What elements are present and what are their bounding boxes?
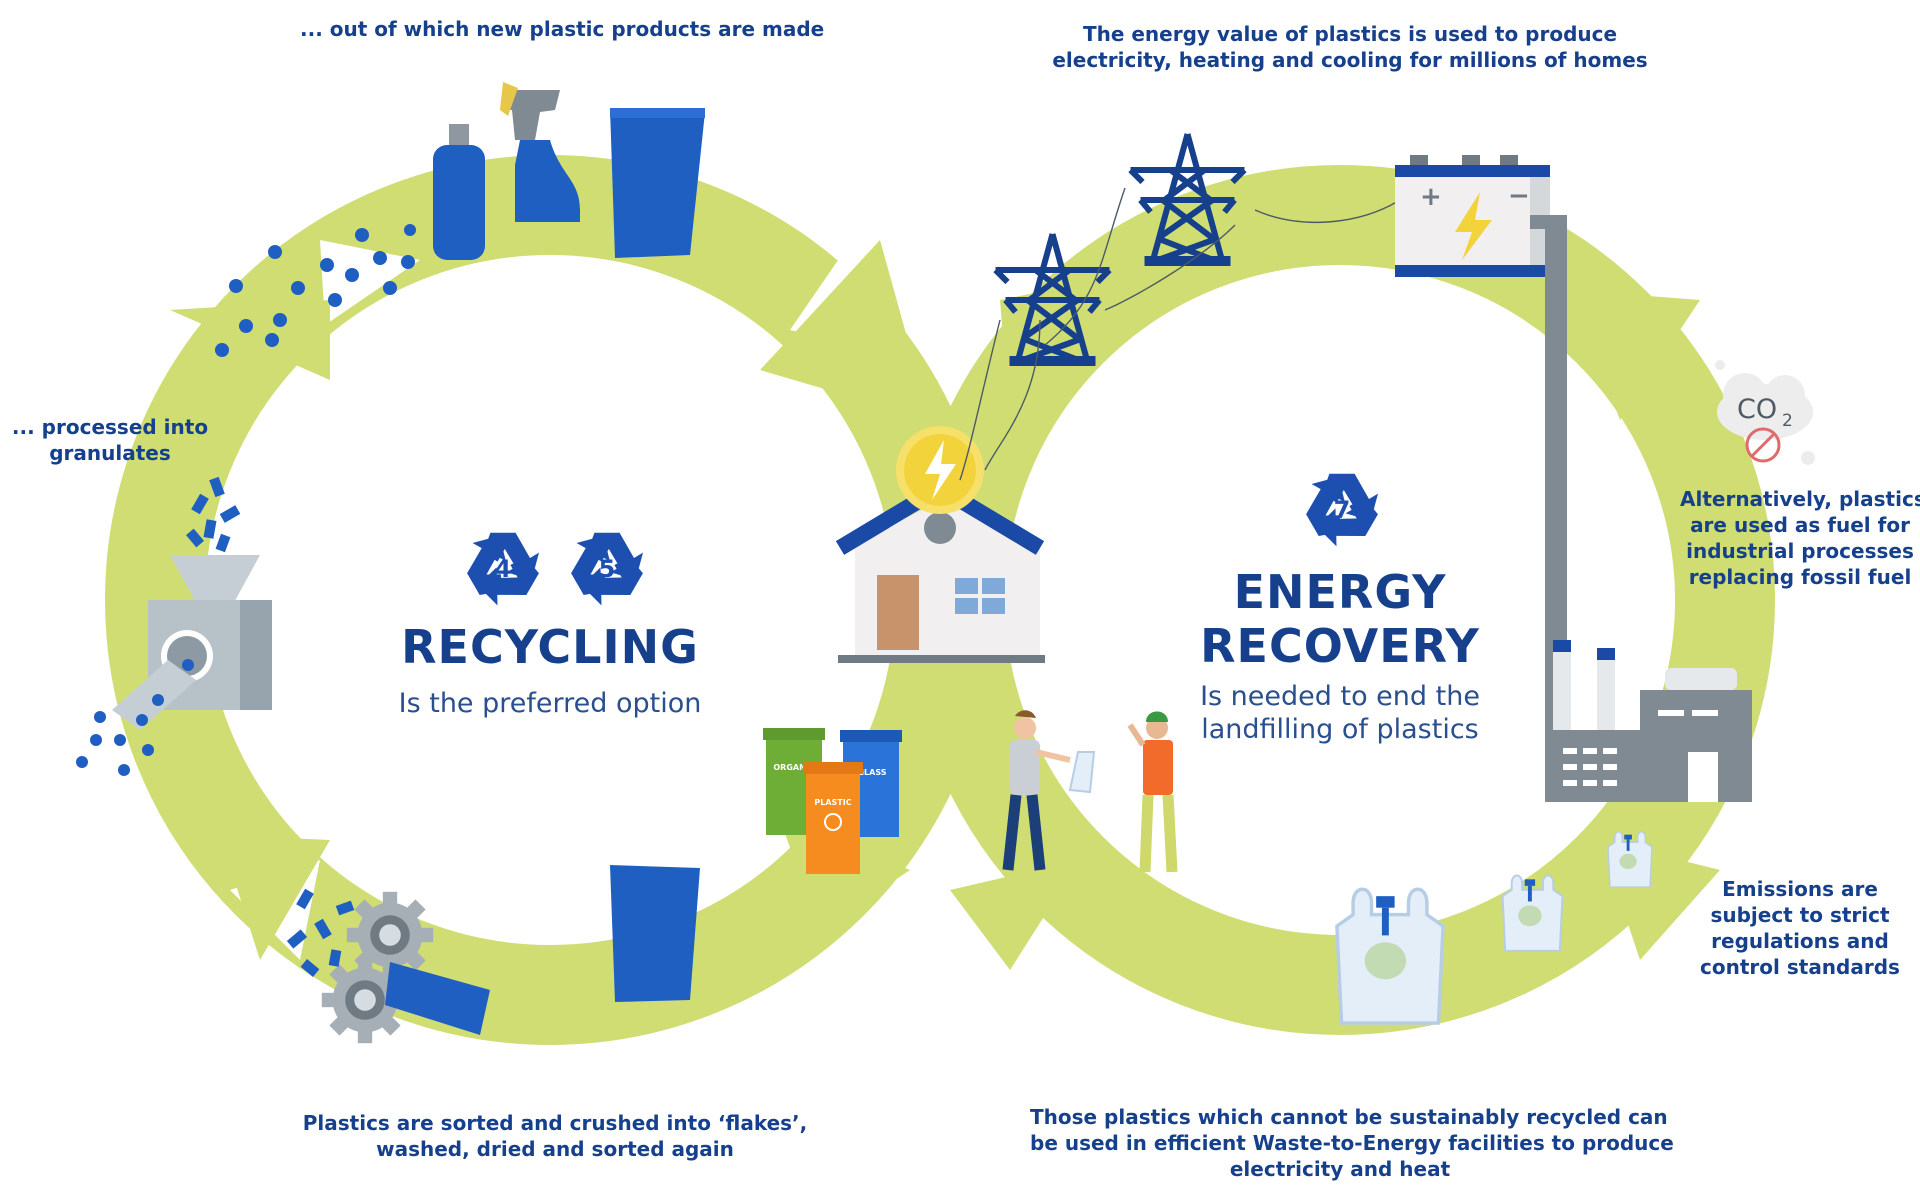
caption-waste-to-energy-line-3: electricity and heat [1229, 1157, 1451, 1181]
caption-energy-value-line-1: The energy value of plastics is used to … [1082, 22, 1618, 46]
recycling-title: RECYCLING [401, 620, 699, 674]
caption-emissions-line-1: Emissions are [1722, 877, 1878, 901]
caption-emissions: Emissions are subject to strict regulati… [1690, 876, 1910, 980]
caption-flakes: Plastics are sorted and crushed into ‘fl… [300, 1110, 810, 1162]
energy-subtitle-line-1: Is needed to end the [1200, 681, 1480, 712]
plastic-bin-label: PLASTIC [814, 798, 851, 807]
svg-text:+: + [1420, 182, 1442, 212]
recycling-code-4-number: 4 [495, 555, 512, 583]
caption-granulates-line-2: granulates [49, 441, 171, 465]
caption-energy-value: The energy value of plastics is used to … [1040, 21, 1660, 73]
caption-waste-to-energy: Those plastics which cannot be sustainab… [1030, 1104, 1674, 1182]
energy-title-line-2: RECOVERY [1200, 619, 1480, 673]
caption-emissions-line-3: regulations and [1711, 929, 1889, 953]
recycling-code-7-icon: 7 [1297, 470, 1382, 553]
caption-granulates-line-1: ... processed into [11, 415, 209, 439]
person-worker-icon [1127, 711, 1178, 873]
caption-flakes-line-2: washed, dried and sorted again [376, 1137, 734, 1161]
pouch-icon [610, 108, 705, 258]
energy-title-line-1: ENERGY [1233, 565, 1447, 619]
caption-waste-to-energy-line-2: be used in efficient Waste-to-Energy fac… [1030, 1131, 1674, 1155]
energy-title: ENERGY RECOVERY [1180, 565, 1500, 673]
caption-fuel-line-4: replacing fossil fuel [1688, 565, 1912, 589]
recycling-subtitle: Is the preferred option [398, 688, 702, 719]
granulates-dots [215, 224, 416, 357]
svg-text:−: − [1508, 181, 1530, 211]
caption-flakes-line-1: Plastics are sorted and crushed into ‘fl… [302, 1111, 808, 1135]
granulator-machine-icon [76, 476, 272, 776]
recycling-code-5-icon: 5 [562, 529, 647, 612]
recycling-loop-arrowheads [170, 240, 930, 960]
caption-fuel-line-2: are used as fuel for [1690, 513, 1910, 537]
plastic-bag-icon-large [1337, 889, 1443, 1023]
person-citizen-icon [1002, 710, 1096, 871]
glass-bin-label: GLASS [857, 768, 886, 777]
recycling-code-4-icon: 4 [458, 529, 543, 612]
recycling-code-5-number: 5 [599, 555, 616, 583]
spray-bottle-icon [500, 82, 580, 222]
crusher-gears-icon [286, 888, 490, 1044]
caption-waste-to-energy-line-1: Those plastics which cannot be sustainab… [1030, 1105, 1668, 1129]
caption-granulates: ... processed into granulates [10, 414, 210, 466]
light-bulb-icon [896, 426, 984, 514]
caption-new-products: ... out of which new plastic products ar… [300, 17, 825, 41]
caption-emissions-line-2: subject to strict [1710, 903, 1890, 927]
recycling-code-7-number: 7 [1334, 496, 1351, 524]
factory-icon [1530, 215, 1752, 802]
flake-pouch-icon [610, 865, 700, 1002]
caption-emissions-line-4: control standards [1700, 955, 1900, 979]
energy-subtitle: Is needed to end the landfilling of plas… [1180, 680, 1500, 746]
plastic-bin-icon: PLASTIC [803, 762, 863, 874]
co2-subscript: 2 [1782, 411, 1793, 431]
caption-fuel-line-1: Alternatively, plastics [1680, 487, 1920, 511]
organic-bin-label: ORGANIC [773, 763, 814, 772]
co2-cloud-icon: CO 2 [1715, 360, 1815, 465]
caption-energy-value-line-2: electricity, heating and cooling for mil… [1052, 48, 1648, 72]
caption-fuel-line-3: industrial processes [1686, 539, 1914, 563]
co2-label: CO [1737, 394, 1777, 425]
caption-fuel: Alternatively, plastics are used as fuel… [1680, 486, 1920, 590]
bottle-icon [433, 124, 485, 260]
power-lines [959, 187, 1401, 481]
energy-subtitle-line-2: landfilling of plastics [1201, 714, 1479, 745]
battery-icon: + − [1395, 155, 1550, 277]
